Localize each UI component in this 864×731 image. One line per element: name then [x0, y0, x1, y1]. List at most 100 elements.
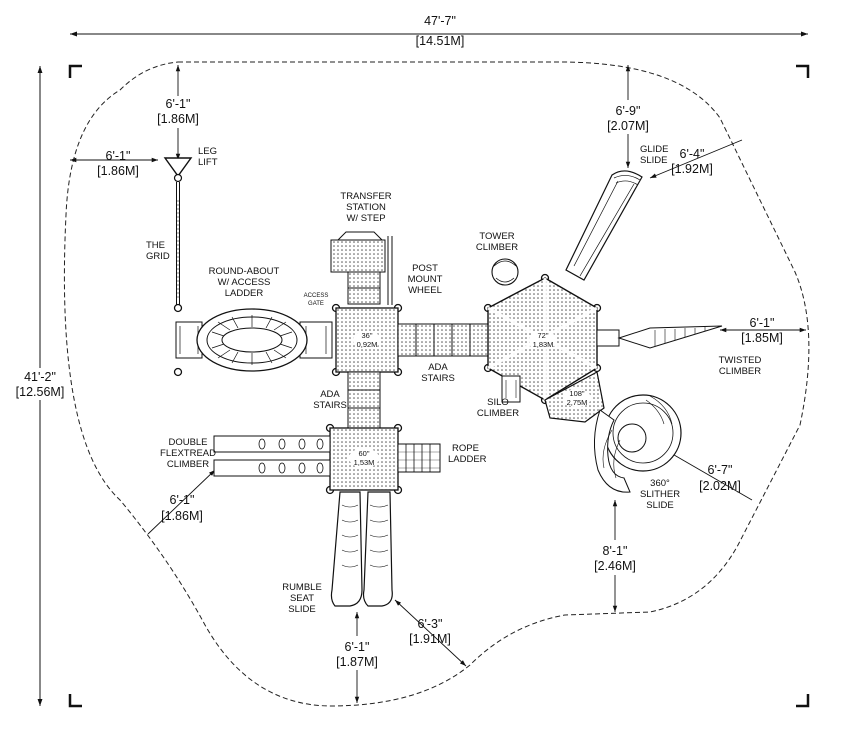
overall-width-ft: 47'-7": [424, 14, 456, 28]
label-silo-2: CLIMBER: [477, 408, 519, 419]
label-leg-lift-2: LIFT: [198, 157, 218, 168]
overall-depth-ft: 41'-2": [24, 370, 56, 384]
dimension-slither-slide-bottom: 8'-1" [2.46M]: [594, 500, 636, 612]
dimension-slither-slide-right: 6'-7" [2.02M]: [661, 447, 753, 501]
ada-stairs-vertical: ADA STAIRS: [313, 371, 381, 429]
label-wheel-3: WHEEL: [408, 285, 442, 296]
dim-slither-bottom-m: [2.46M]: [594, 559, 636, 573]
dim-rumble-right-ft: 6'-3": [418, 617, 443, 631]
glide-slide: GLIDE SLIDE: [565, 144, 669, 281]
deck-36-height-in: 36": [361, 331, 372, 340]
rumble-seat-slide: RUMBLE SEAT SLIDE: [282, 491, 393, 615]
deck-108: 108" 2,75M: [544, 371, 605, 423]
label-wheel-2: MOUNT: [408, 274, 443, 285]
use-zone-boundary: [63, 61, 810, 707]
label-tower-1: TOWER: [479, 231, 514, 242]
dim-leg-lift-top-m: [1.86M]: [157, 112, 199, 126]
dim-rumble-bottom-ft: 6'-1": [345, 640, 370, 654]
label-access-gate-2: GATE: [308, 301, 324, 307]
label-ada-right-2: STAIRS: [421, 373, 455, 384]
label-slither-1: 360°: [650, 478, 670, 489]
dimension-rumble-slide-right: 6'-3" [1.91M]: [394, 599, 467, 667]
dim-flextread-ft: 6'-1": [170, 493, 195, 507]
label-transfer-1: TRANSFER: [340, 191, 391, 202]
label-slither-3: SLIDE: [646, 500, 673, 511]
dim-glide-right-m: [1.92M]: [671, 162, 713, 176]
dim-leg-lift-top-ft: 6'-1": [166, 97, 191, 111]
overall-width-dimension: 47'-7" [14.51M]: [70, 14, 808, 48]
dimension-glide-slide-top: 6'-9" [2.07M]: [607, 65, 649, 168]
label-rumble-3: SLIDE: [288, 604, 315, 615]
deck-36: 36" 0,92M: [335, 307, 399, 373]
label-ada-right-1: ADA: [428, 362, 448, 373]
label-round-about-2: W/ ACCESS: [218, 277, 271, 288]
dim-glide-right-ft: 6'-4": [680, 147, 705, 161]
label-glide-1: GLIDE: [640, 144, 669, 155]
label-access-gate-1: ACCESS: [304, 293, 329, 299]
dimension-leg-lift-top: 6'-1" [1.86M]: [157, 65, 199, 160]
dim-flextread-m: [1.86M]: [161, 509, 203, 523]
round-about: ROUND-ABOUT W/ ACCESS LADDER: [175, 266, 333, 372]
overall-depth-m: [12.56M]: [16, 385, 65, 399]
label-tower-2: CLIMBER: [476, 242, 518, 253]
dimension-rumble-slide-bottom: 6'-1" [1.87M]: [336, 612, 378, 703]
deck-72-height-in: 72": [537, 331, 548, 340]
label-silo-1: SILO: [487, 397, 509, 408]
twisted-climber: TWISTED CLIMBER: [596, 325, 762, 377]
label-twisted-2: CLIMBER: [719, 366, 761, 377]
label-flextread-3: CLIMBER: [167, 459, 209, 470]
label-the-grid-2: GRID: [146, 251, 170, 262]
label-transfer-2: STATION: [346, 202, 386, 213]
label-glide-2: SLIDE: [640, 155, 667, 166]
label-twisted-1: TWISTED: [719, 355, 762, 366]
label-the-grid-1: THE: [146, 240, 165, 251]
label-slither-2: SLITHER: [640, 489, 680, 500]
deck-60-height-m: 1,53M: [354, 458, 375, 467]
dimension-glide-slide-right: 6'-4" [1.92M]: [649, 139, 743, 179]
ada-stairs-horizontal: ADA STAIRS: [397, 323, 489, 384]
label-wheel-1: POST: [412, 263, 438, 274]
dim-leg-lift-left-m: [1.86M]: [97, 164, 139, 178]
dim-twisted-m: [1.85M]: [741, 331, 783, 345]
dim-slither-right-m: [2.02M]: [699, 479, 741, 493]
the-grid: THE GRID: [146, 182, 180, 305]
label-round-about-1: ROUND-ABOUT: [209, 266, 280, 277]
overall-depth-dimension: 41'-2" [12.56M]: [14, 66, 66, 706]
deck-36-height-m: 0,92M: [357, 340, 378, 349]
deck-108-height-m: 2,75M: [567, 398, 588, 407]
tower-climber: TOWER CLIMBER: [476, 231, 519, 286]
dimension-leg-lift-left: 6'-1" [1.86M]: [70, 149, 158, 178]
deck-72-height-m: 1,83M: [533, 340, 554, 349]
label-rope-ladder-2: LADDER: [448, 454, 487, 465]
dim-glide-top-ft: 6'-9": [616, 104, 641, 118]
deck-72-hexagon: 72" 1,83M: [487, 277, 598, 401]
dim-slither-bottom-ft: 8'-1": [603, 544, 628, 558]
dim-slither-right-ft: 6'-7": [708, 463, 733, 477]
post-mount-wheel: POST MOUNT WHEEL: [408, 263, 443, 296]
transfer-station: TRANSFER STATION W/ STEP ACCESS GATE: [304, 191, 393, 307]
deck-60: 60" 1,53M: [329, 427, 399, 491]
double-flextread-climber: DOUBLE FLEXTREAD CLIMBER: [160, 435, 331, 477]
label-transfer-3: W/ STEP: [346, 213, 385, 224]
label-flextread-1: DOUBLE: [168, 437, 207, 448]
label-ada-left-1: ADA: [320, 389, 340, 400]
dim-rumble-bottom-m: [1.87M]: [336, 655, 378, 669]
overall-width-m: [14.51M]: [416, 34, 465, 48]
label-ada-left-2: STAIRS: [313, 400, 347, 411]
slither-slide-360: 360° SLITHER SLIDE: [594, 394, 682, 511]
rope-ladder: ROPE LADDER: [397, 443, 487, 473]
corner-marks: [68, 64, 810, 708]
silo-climber: SILO CLIMBER: [477, 375, 521, 419]
label-rumble-2: SEAT: [290, 593, 314, 604]
dimension-twisted-climber: 6'-1" [1.85M]: [720, 316, 806, 345]
dim-rumble-right-m: [1.91M]: [409, 632, 451, 646]
label-leg-lift-1: LEG: [198, 146, 217, 157]
deck-108-height-in: 108": [569, 389, 585, 398]
leg-lift: LEG LIFT: [163, 146, 218, 183]
label-rumble-1: RUMBLE: [282, 582, 322, 593]
label-rope-ladder-1: ROPE: [452, 443, 479, 454]
label-round-about-3: LADDER: [225, 288, 264, 299]
dim-glide-top-m: [2.07M]: [607, 119, 649, 133]
deck-60-height-in: 60": [358, 449, 369, 458]
